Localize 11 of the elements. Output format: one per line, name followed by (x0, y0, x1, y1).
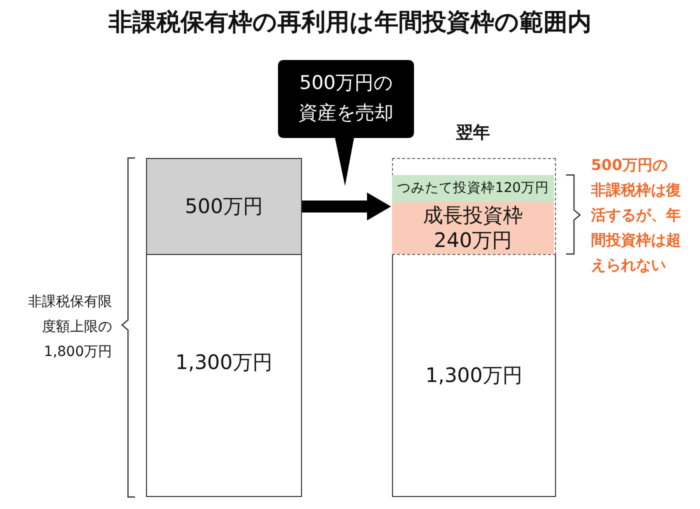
bar-segment: 1,300万円 (146, 255, 302, 497)
annotation-note: 500万円の非課税枠は復活するが、年間投資枠は超えられない (591, 155, 681, 276)
bracket-label: 非課税保有限度額上限の1,800万円 (28, 293, 112, 362)
bar-segment: 500万円 (146, 158, 302, 255)
bar-segment: 1,300万円 (392, 255, 556, 497)
quota-band: 成長投資枠240万円 (392, 202, 554, 254)
diagram-title: 非課税保有枠の再利用は年間投資枠の範囲内 (108, 7, 592, 37)
dashed-frame (392, 158, 556, 255)
arrow (302, 192, 391, 220)
column-heading: 翌年 (455, 122, 491, 144)
quota-band: つみたて投資枠120万円 (392, 175, 554, 202)
